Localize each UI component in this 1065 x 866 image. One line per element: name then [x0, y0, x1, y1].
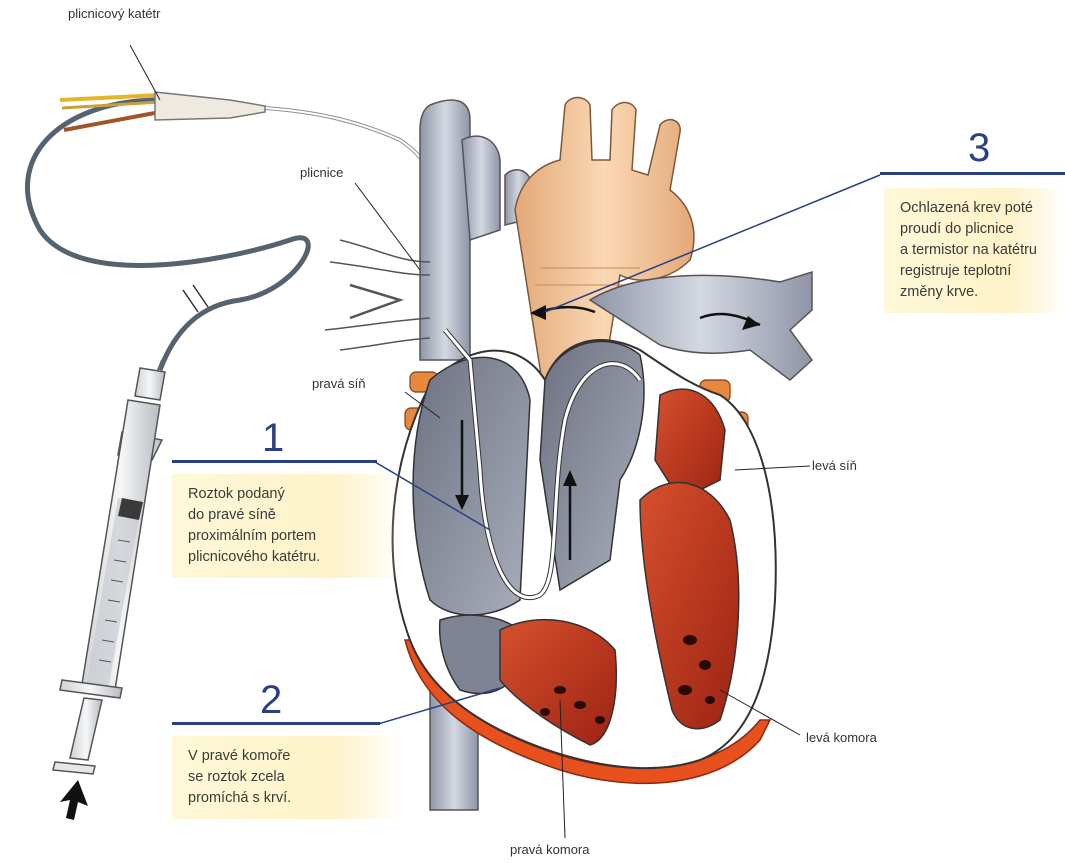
step-1-rule: [172, 460, 377, 463]
step-2-line: V pravé komoře: [188, 746, 388, 767]
catheter-tube: [27, 92, 445, 370]
step-3-number: 3: [968, 128, 990, 168]
step-1-line: Roztok podaný: [188, 484, 388, 505]
step-1-line: plicnicového katétru.: [188, 547, 388, 568]
step-3-callout: Ochlazená krev poté proudí do plicnice a…: [884, 188, 1065, 313]
step-3-line: a termistor na katétru: [900, 240, 1052, 261]
right-atrium-label: pravá síň: [312, 376, 365, 391]
push-arrow-icon: [60, 780, 88, 820]
left-ventricle-label: levá komora: [806, 730, 877, 745]
step-1-number: 1: [262, 418, 284, 458]
step-2-number: 2: [260, 680, 282, 720]
step-3-line: registruje teplotní: [900, 261, 1052, 282]
step-1-callout: Roztok podaný do pravé síně proximálním …: [172, 474, 402, 578]
step-3-line: změny krve.: [900, 282, 1052, 303]
pulmonary-veins: [325, 240, 430, 350]
heart: [393, 305, 776, 783]
step-3-rule: [880, 172, 1065, 175]
right-ventricle-label: pravá komora: [510, 842, 589, 857]
left-atrium-label: levá síň: [812, 458, 857, 473]
step-2-rule: [172, 722, 380, 725]
step-1-line: do pravé síně: [188, 505, 388, 526]
step-2-line: se roztok zcela: [188, 767, 388, 788]
syringe: [53, 360, 165, 774]
pulmonary-label: plicnice: [300, 165, 343, 180]
step-2-line: promíchá s krví.: [188, 788, 388, 809]
step-3-line: proudí do plicnice: [900, 219, 1052, 240]
catheter-label: plicnicový katétr: [68, 6, 160, 21]
step-1-line: proximálním portem: [188, 526, 388, 547]
step-2-callout: V pravé komoře se roztok zcela promíchá …: [172, 736, 402, 819]
step-3-line: Ochlazená krev poté: [900, 198, 1052, 219]
